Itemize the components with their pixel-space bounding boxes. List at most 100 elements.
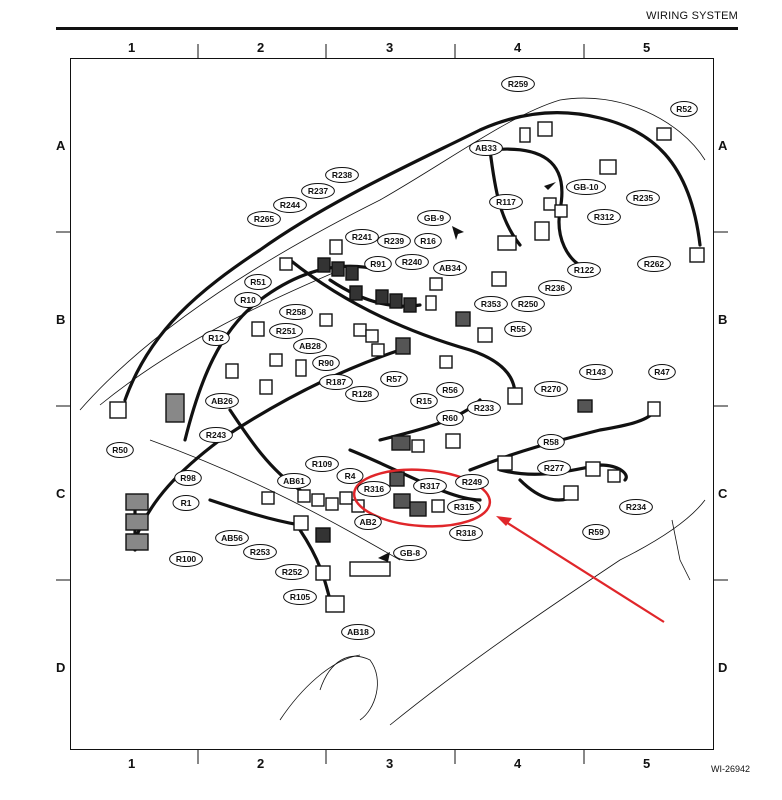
connector-label-text: R243 xyxy=(206,430,227,440)
connector-gb-10: GB-10 xyxy=(566,179,606,195)
connector-r16: R16 xyxy=(414,233,442,249)
grid-col-label-bottom-4: 4 xyxy=(514,756,522,771)
connector-r100: R100 xyxy=(169,551,203,567)
connector-label-text: R55 xyxy=(510,324,526,334)
connector-r318: R318 xyxy=(449,525,483,541)
grid-col-label-bottom-3: 3 xyxy=(386,756,394,771)
connector-label-ellipse xyxy=(410,393,438,409)
connector-label-text: R277 xyxy=(544,463,565,473)
connector-r251: R251 xyxy=(269,323,303,339)
connector-label-ellipse xyxy=(305,456,339,472)
connector-r4: R4 xyxy=(336,468,364,484)
connector-label-text: R4 xyxy=(345,471,356,481)
connector-label-text: R60 xyxy=(442,413,458,423)
connector-label-ellipse xyxy=(534,381,568,397)
connector-label-ellipse xyxy=(511,296,545,312)
annotation-arrow xyxy=(496,516,665,623)
connector-r250: R250 xyxy=(511,296,545,312)
connector-label-text: R12 xyxy=(208,333,224,343)
connector-r109: R109 xyxy=(305,456,339,472)
connector-label-text: AB34 xyxy=(439,263,461,273)
connector-gb-9: GB-9 xyxy=(417,210,451,226)
connector-label-ellipse xyxy=(537,434,565,450)
connector-r239: R239 xyxy=(377,233,411,249)
diagram-frame xyxy=(70,58,714,750)
connector-ab2: AB2 xyxy=(354,514,382,530)
connector-r317: R317 xyxy=(413,478,447,494)
connector-label-text: R249 xyxy=(462,477,483,487)
connector-label-ellipse xyxy=(341,624,375,640)
connector-label-ellipse xyxy=(205,393,239,409)
grid-col-label-top-5: 5 xyxy=(643,40,651,55)
connector-label-ellipse xyxy=(414,233,442,249)
connector-r57: R57 xyxy=(380,371,408,387)
connector-label-ellipse xyxy=(380,371,408,387)
connector-label-ellipse xyxy=(169,551,203,567)
connector-label-text: R235 xyxy=(633,193,654,203)
connector-label-text: R312 xyxy=(594,212,615,222)
connector-label-ellipse xyxy=(202,330,230,346)
connector-label-text: R109 xyxy=(312,459,333,469)
connector-label-text: R237 xyxy=(308,186,329,196)
connector-label-text: R56 xyxy=(442,385,458,395)
connector-r51: R51 xyxy=(244,274,272,290)
connector-label-ellipse xyxy=(357,481,391,497)
connector-label-ellipse xyxy=(567,262,601,278)
section-title: WIRING SYSTEM xyxy=(646,10,738,22)
connector-label-ellipse xyxy=(504,321,532,337)
connector-label-ellipse xyxy=(538,280,572,296)
connector-label-text: R250 xyxy=(518,299,539,309)
connector-label-text: R240 xyxy=(402,257,423,267)
connector-r235: R235 xyxy=(626,190,660,206)
connector-r241: R241 xyxy=(345,229,379,245)
connector-r143: R143 xyxy=(579,364,613,380)
connector-label-ellipse xyxy=(174,470,202,486)
connector-label-ellipse xyxy=(489,194,523,210)
connector-r56: R56 xyxy=(436,382,464,398)
connector-label-text: R50 xyxy=(112,445,128,455)
connector-r60: R60 xyxy=(436,410,464,426)
connector-r270: R270 xyxy=(534,381,568,397)
connector-r128: R128 xyxy=(345,386,379,402)
grid-row-label-left-a: A xyxy=(56,138,66,153)
connector-label-text: R100 xyxy=(176,554,197,564)
connector-r91: R91 xyxy=(364,256,392,272)
connector-r15: R15 xyxy=(410,393,438,409)
connector-label-text: GB-10 xyxy=(573,182,598,192)
grid-col-label-top-2: 2 xyxy=(257,40,265,55)
connector-r47: R47 xyxy=(648,364,676,380)
connector-r316: R316 xyxy=(357,481,391,497)
connector-label-ellipse xyxy=(293,338,327,354)
connector-r238: R238 xyxy=(325,167,359,183)
connector-label-ellipse xyxy=(279,304,313,320)
connector-label-ellipse xyxy=(283,589,317,605)
connector-label-ellipse xyxy=(395,254,429,270)
connector-label-text: R90 xyxy=(318,358,334,368)
connector-r240: R240 xyxy=(395,254,429,270)
connector-label-text: R262 xyxy=(644,259,665,269)
connector-label-text: R353 xyxy=(481,299,502,309)
grid-col-label-bottom-5: 5 xyxy=(643,756,651,771)
connector-label-ellipse xyxy=(319,374,353,390)
connector-label-text: R265 xyxy=(254,214,275,224)
connector-label-ellipse xyxy=(648,364,676,380)
connector-label-text: AB56 xyxy=(221,533,243,543)
connector-label-text: R122 xyxy=(574,265,595,275)
connector-r244: R244 xyxy=(273,197,307,213)
connector-label-ellipse xyxy=(243,544,277,560)
connector-r312: R312 xyxy=(587,209,621,225)
connector-r58: R58 xyxy=(537,434,565,450)
connector-label-ellipse xyxy=(469,140,503,156)
connector-label-ellipse xyxy=(106,442,134,458)
connector-label-text: R51 xyxy=(250,277,266,287)
connector-label-text: R317 xyxy=(420,481,441,491)
connector-label-ellipse xyxy=(582,524,610,540)
connector-label-text: AB28 xyxy=(299,341,321,351)
connector-label-text: R59 xyxy=(588,527,604,537)
grid-row-label-right-b: B xyxy=(718,312,728,327)
connector-r236: R236 xyxy=(538,280,572,296)
connector-label-ellipse xyxy=(447,499,481,515)
connector-label-ellipse xyxy=(277,473,311,489)
connector-r122: R122 xyxy=(567,262,601,278)
